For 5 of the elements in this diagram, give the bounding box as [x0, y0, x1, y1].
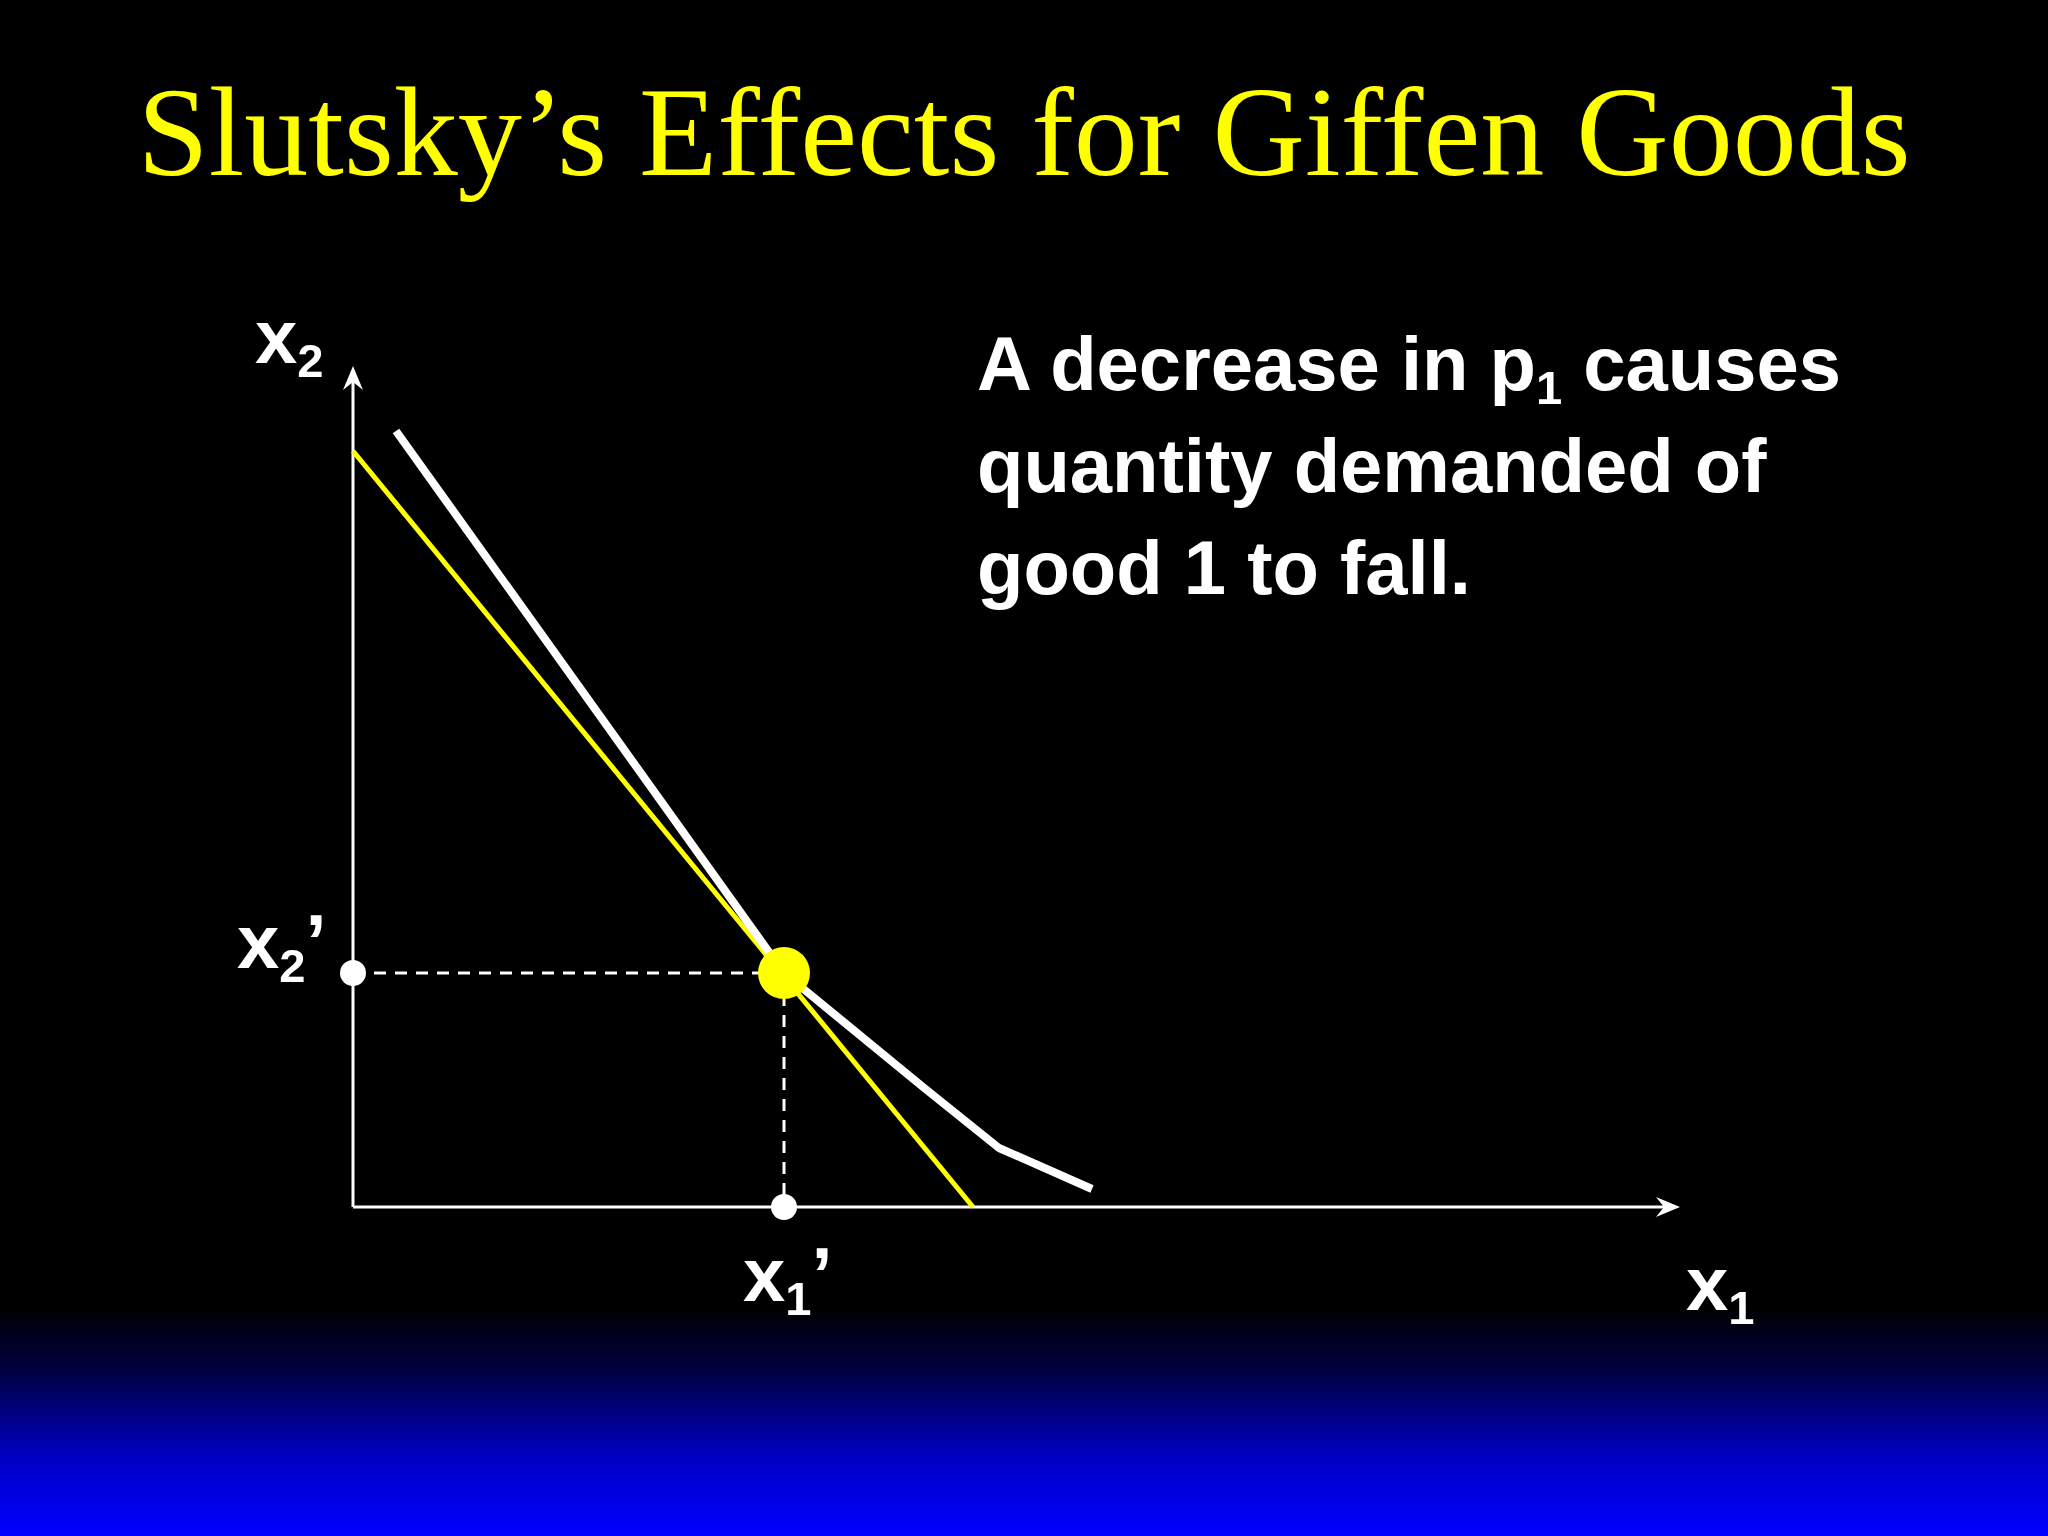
axis-label: x$_{1}$	[1686, 1246, 1755, 1322]
slide-title: Slutsky’s Effects for Giffen Goods	[137, 61, 1911, 203]
axis-label: x$_{2}$	[255, 299, 324, 375]
point-label: x$_{2}$’	[237, 904, 327, 980]
point-label: x$_{1}$’	[743, 1237, 833, 1313]
